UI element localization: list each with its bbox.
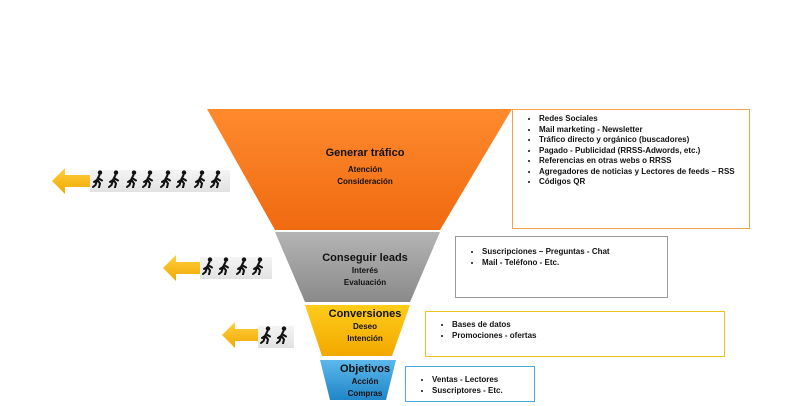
stage-sub: Consideración	[337, 177, 393, 186]
list-item: Bases de datos	[452, 320, 716, 331]
list-item: Ventas - Lectores	[432, 375, 526, 386]
walking-person-icon	[160, 169, 174, 193]
stage-sub: Interés	[351, 266, 379, 275]
people-group	[258, 325, 294, 349]
walking-person-icon	[210, 169, 224, 193]
stage-sub: Compras	[347, 389, 383, 398]
detail-box-conseguir-leads: Suscripciones – Preguntas - Chat Mail - …	[455, 236, 668, 298]
list-item: Mail marketing - Newsletter	[539, 125, 741, 136]
walking-person-icon	[260, 325, 274, 349]
list-item: Referencias en otras webs o RRSS	[539, 156, 741, 167]
stage-label-objetivos: Objetivos Acción Compras	[320, 362, 410, 400]
stage-sub: Atención	[347, 165, 383, 174]
stage-title: Conseguir leads	[322, 252, 408, 264]
walking-person-icon	[126, 169, 140, 193]
stage-label-conseguir-leads: Conseguir leads Interés Evaluación	[300, 251, 430, 289]
stage-sub: Evaluación	[343, 278, 387, 287]
left-arrow-icon	[163, 255, 203, 286]
stage-title: Conversiones	[328, 308, 402, 320]
walking-person-icon	[202, 256, 216, 280]
detail-list: Suscripciones – Preguntas - Chat Mail - …	[468, 247, 659, 268]
list-item: Agregadores de noticias y Lectores de fe…	[539, 167, 741, 178]
stage-sub: Acción	[351, 377, 379, 386]
stage-label-generar-trafico: Generar tráfico Atención Consideración	[290, 146, 440, 188]
walking-person-icon	[252, 256, 266, 280]
list-item: Códigos QR	[539, 177, 741, 188]
left-arrow-icon	[222, 322, 262, 353]
detail-box-objetivos: Ventas - Lectores Suscriptores - Etc.	[405, 366, 535, 402]
stage-title: Generar tráfico	[325, 147, 405, 159]
walking-person-icon	[276, 325, 290, 349]
walking-person-icon	[92, 169, 106, 193]
list-item: Mail - Teléfono - Etc.	[482, 258, 659, 269]
list-item: Promociones - ofertas	[452, 331, 716, 342]
stage-sub: Intención	[347, 334, 383, 343]
people-group	[200, 256, 272, 280]
list-item: Tráfico directo y orgánico (buscadores)	[539, 135, 741, 146]
list-item: Suscriptores - Etc.	[432, 386, 526, 397]
list-item: Suscripciones – Preguntas - Chat	[482, 247, 659, 258]
walking-person-icon	[108, 169, 122, 193]
funnel-segment-conversiones	[305, 305, 410, 356]
detail-box-generar-trafico: Redes Sociales Mail marketing - Newslett…	[512, 109, 750, 229]
stage-sub: Deseo	[352, 322, 377, 331]
people-group	[90, 169, 230, 193]
left-arrow-icon	[52, 168, 92, 199]
walking-person-icon	[176, 169, 190, 193]
detail-list: Redes Sociales Mail marketing - Newslett…	[525, 114, 741, 188]
list-item: Pagado - Publicidad (RRSS-Adwords, etc.)	[539, 146, 741, 157]
funnel-segment-generar-trafico	[207, 109, 512, 230]
walking-person-icon	[194, 169, 208, 193]
walking-person-icon	[236, 256, 250, 280]
stage-label-conversiones: Conversiones Deseo Intención	[310, 307, 420, 345]
funnel-segment-conseguir-leads	[275, 232, 440, 302]
detail-box-conversiones: Bases de datos Promociones - ofertas	[425, 311, 725, 357]
walking-person-icon	[218, 256, 232, 280]
list-item: Redes Sociales	[539, 114, 741, 125]
stage-title: Objetivos	[339, 363, 391, 375]
funnel-segment-objetivos	[320, 360, 396, 400]
detail-list: Bases de datos Promociones - ofertas	[438, 320, 716, 341]
detail-list: Ventas - Lectores Suscriptores - Etc.	[418, 375, 526, 396]
walking-person-icon	[142, 169, 156, 193]
